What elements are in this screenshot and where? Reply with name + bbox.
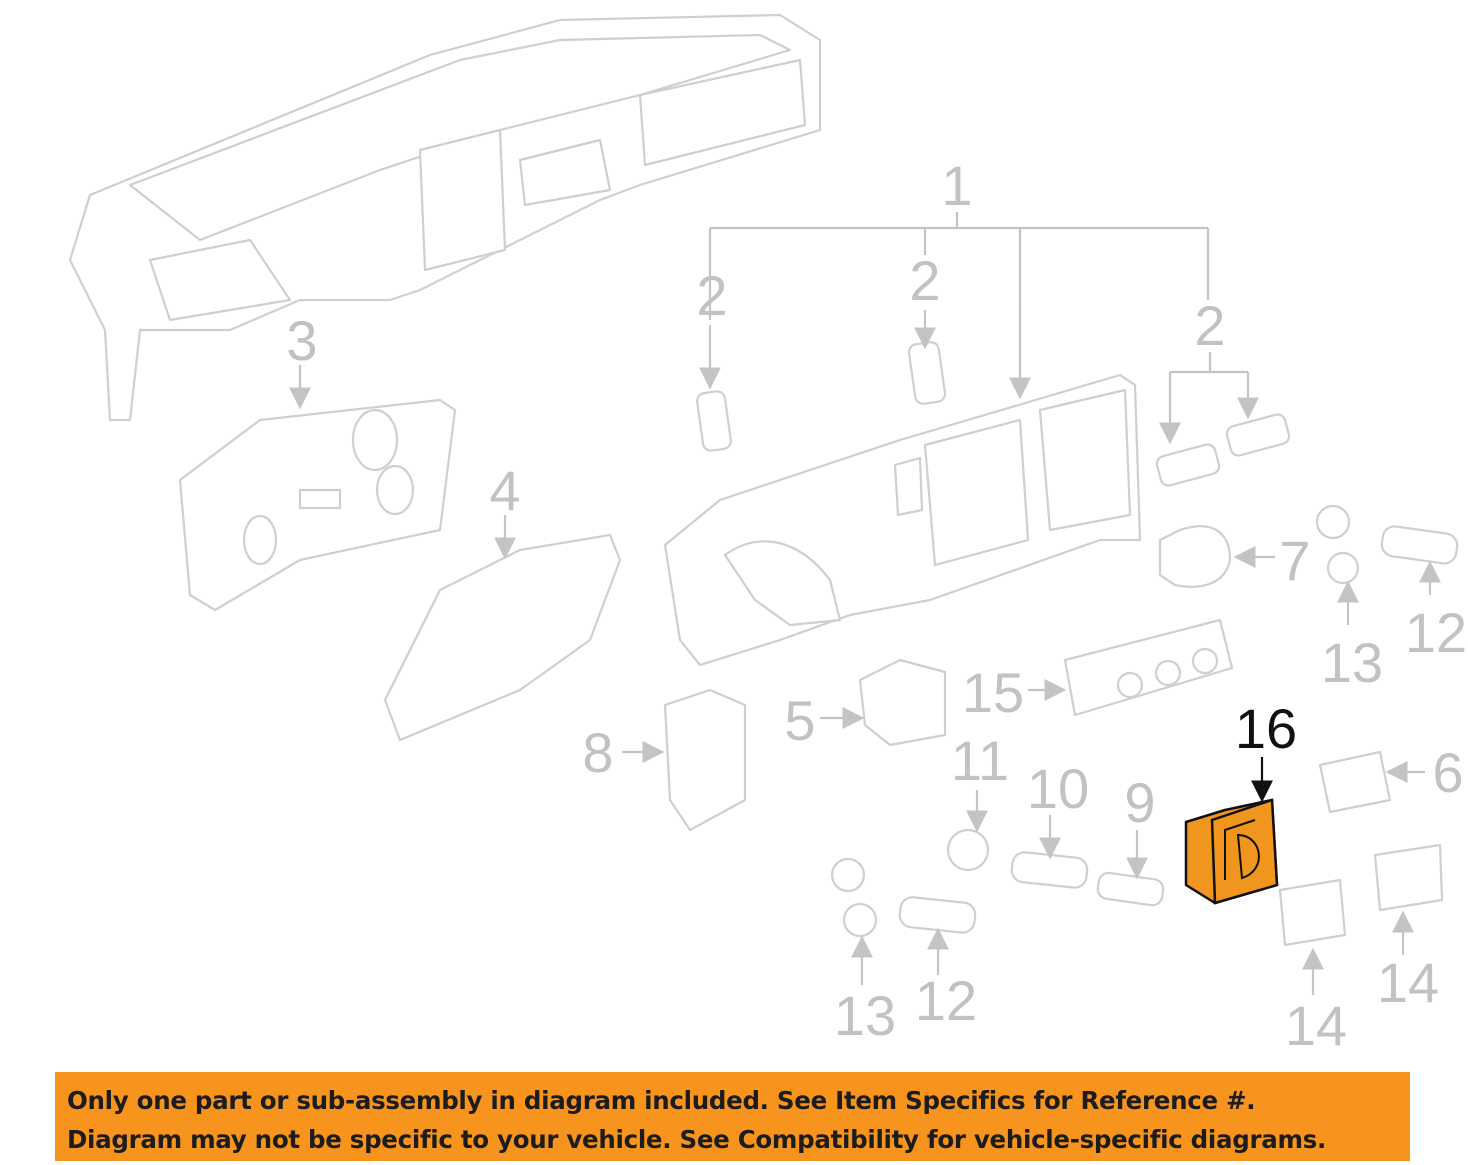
disclaimer-line-2: Diagram may not be specific to your vehi… [67,1125,1326,1154]
callout-1: 1 [941,154,972,217]
callout-11: 11 [951,729,1009,792]
disclaimer-banner: Only one part or sub-assembly in diagram… [55,1072,1410,1161]
instrument-panel-carrier [68,13,822,422]
vent-knobs [696,341,1291,487]
callout-7: 7 [1279,529,1310,592]
callout-2: 2 [696,264,727,327]
switch-parts [663,504,1459,947]
instrument-cluster [178,398,457,612]
callout-2: 2 [909,249,940,312]
callout-12: 12 [1405,601,1467,664]
disclaimer-line-1: Only one part or sub-assembly in diagram… [67,1086,1256,1115]
cluster-lens [383,533,622,742]
callout-16: 16 [1235,697,1297,760]
callout-8: 8 [582,721,613,784]
leader-lines [289,212,1441,995]
callout-13: 13 [1321,631,1383,694]
callout-5: 5 [784,689,815,752]
callout-14: 14 [1377,951,1439,1014]
callout-labels: 1 2 2 2 3 4 5 6 7 8 9 10 11 12 12 13 13 … [286,154,1467,1057]
callout-2: 2 [1194,294,1225,357]
callout-4: 4 [489,459,520,522]
callout-13: 13 [834,984,896,1047]
callout-15: 15 [962,661,1024,724]
callout-12: 12 [915,969,977,1032]
instrument-panel-bezel [663,373,1142,667]
callout-3: 3 [286,309,317,372]
highlighted-part-16 [1184,798,1279,905]
callout-6: 6 [1432,741,1463,804]
callout-14: 14 [1285,994,1347,1057]
callout-10: 10 [1027,757,1089,820]
callout-9: 9 [1124,771,1155,834]
